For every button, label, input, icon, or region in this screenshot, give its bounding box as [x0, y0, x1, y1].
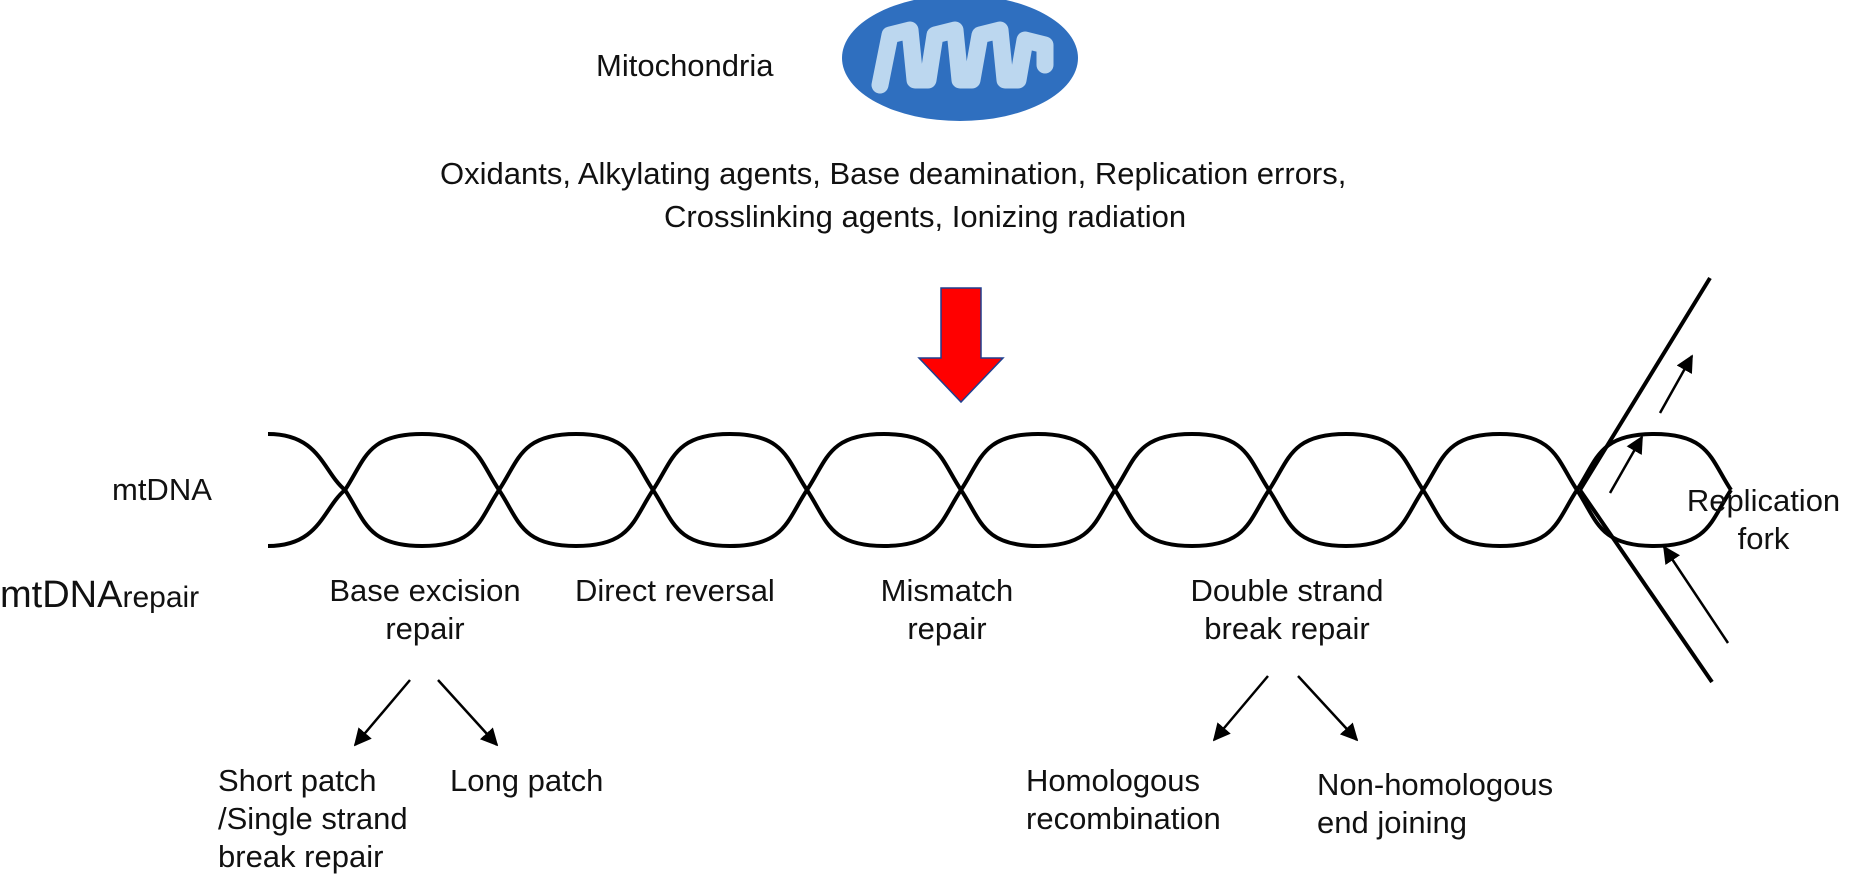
mtdna-repair-label: mtDNArepair — [0, 572, 199, 618]
mtdna-repair-main: mtDNA — [0, 574, 123, 616]
damage-arrow — [917, 287, 1005, 404]
pathway-direct-reversal: Direct reversal — [575, 573, 775, 608]
mtdna-label: mtDNA — [112, 472, 212, 507]
ber-short-patch: Short patch /Single strand break repair — [218, 763, 408, 874]
dsb-non-homologous-end-joining: Non-homologous end joining — [1317, 767, 1554, 840]
pathway-double-strand-break-repair: Double strand break repair — [1190, 573, 1384, 646]
replication-fork-label: Replication fork — [1686, 483, 1841, 556]
ber-branch-arrows — [353, 679, 499, 747]
replication-fork-lines — [1578, 276, 1714, 684]
dsb-homologous-recombination: Homologous recombination — [1026, 763, 1221, 836]
mitochondria-label: Mitochondria — [596, 48, 774, 83]
mitochondria-icon — [842, 0, 1078, 121]
damage-sources-line2: Crosslinking agents, Ionizing radiation — [664, 199, 1187, 234]
dsb-branch-arrows — [1212, 675, 1359, 742]
pathway-base-excision-repair: Base excision repair — [329, 573, 521, 646]
replication-fork-arrows — [1608, 354, 1730, 644]
ber-long-patch: Long patch — [450, 763, 604, 798]
pathway-mismatch-repair: Mismatch repair — [880, 573, 1014, 646]
damage-sources-line1: Oxidants, Alkylating agents, Base deamin… — [440, 156, 1347, 191]
mtdna-repair-suffix: repair — [122, 581, 200, 614]
mtdna-double-helix — [267, 431, 1733, 549]
